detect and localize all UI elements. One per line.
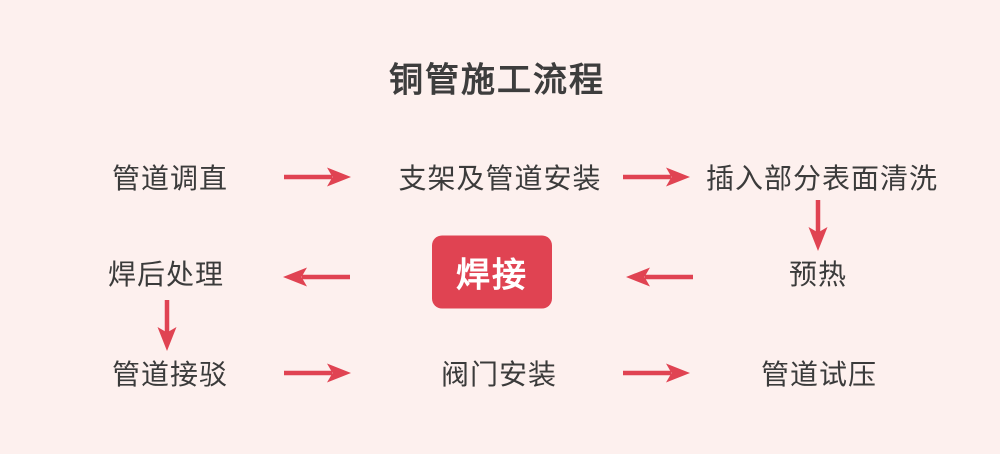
arrow-right-icon-valve-to-pressuretest <box>623 363 690 383</box>
node-pipe-connection: 管道接驳 <box>111 358 229 391</box>
node-valve-install: 阀门安装 <box>440 358 558 391</box>
arrow-down-icon-postweld-to-connection <box>157 300 177 351</box>
node-bracket-pipe-install: 支架及管道安装 <box>398 162 602 195</box>
arrow-right-icon-bracket-to-cleaning <box>623 167 690 187</box>
node-pipe-pressure-test: 管道试压 <box>760 358 878 391</box>
arrow-down-icon-cleaning-to-preheat <box>808 200 828 251</box>
node-pipe-straightening: 管道调直 <box>111 162 229 195</box>
arrow-left-icon-welding-to-postweld <box>283 267 350 287</box>
arrow-left-icon-preheat-to-welding <box>626 267 693 287</box>
node-welding: 焊接 <box>432 235 552 309</box>
node-insert-surface-cleaning: 插入部分表面清洗 <box>705 162 939 195</box>
page-title: 铜管施工流程 <box>389 60 605 101</box>
node-preheat: 预热 <box>788 258 848 291</box>
arrow-right-icon-straighten-to-bracket <box>284 167 351 187</box>
arrow-right-icon-connection-to-valve <box>284 363 351 383</box>
node-post-weld-treatment: 焊后处理 <box>107 258 225 291</box>
